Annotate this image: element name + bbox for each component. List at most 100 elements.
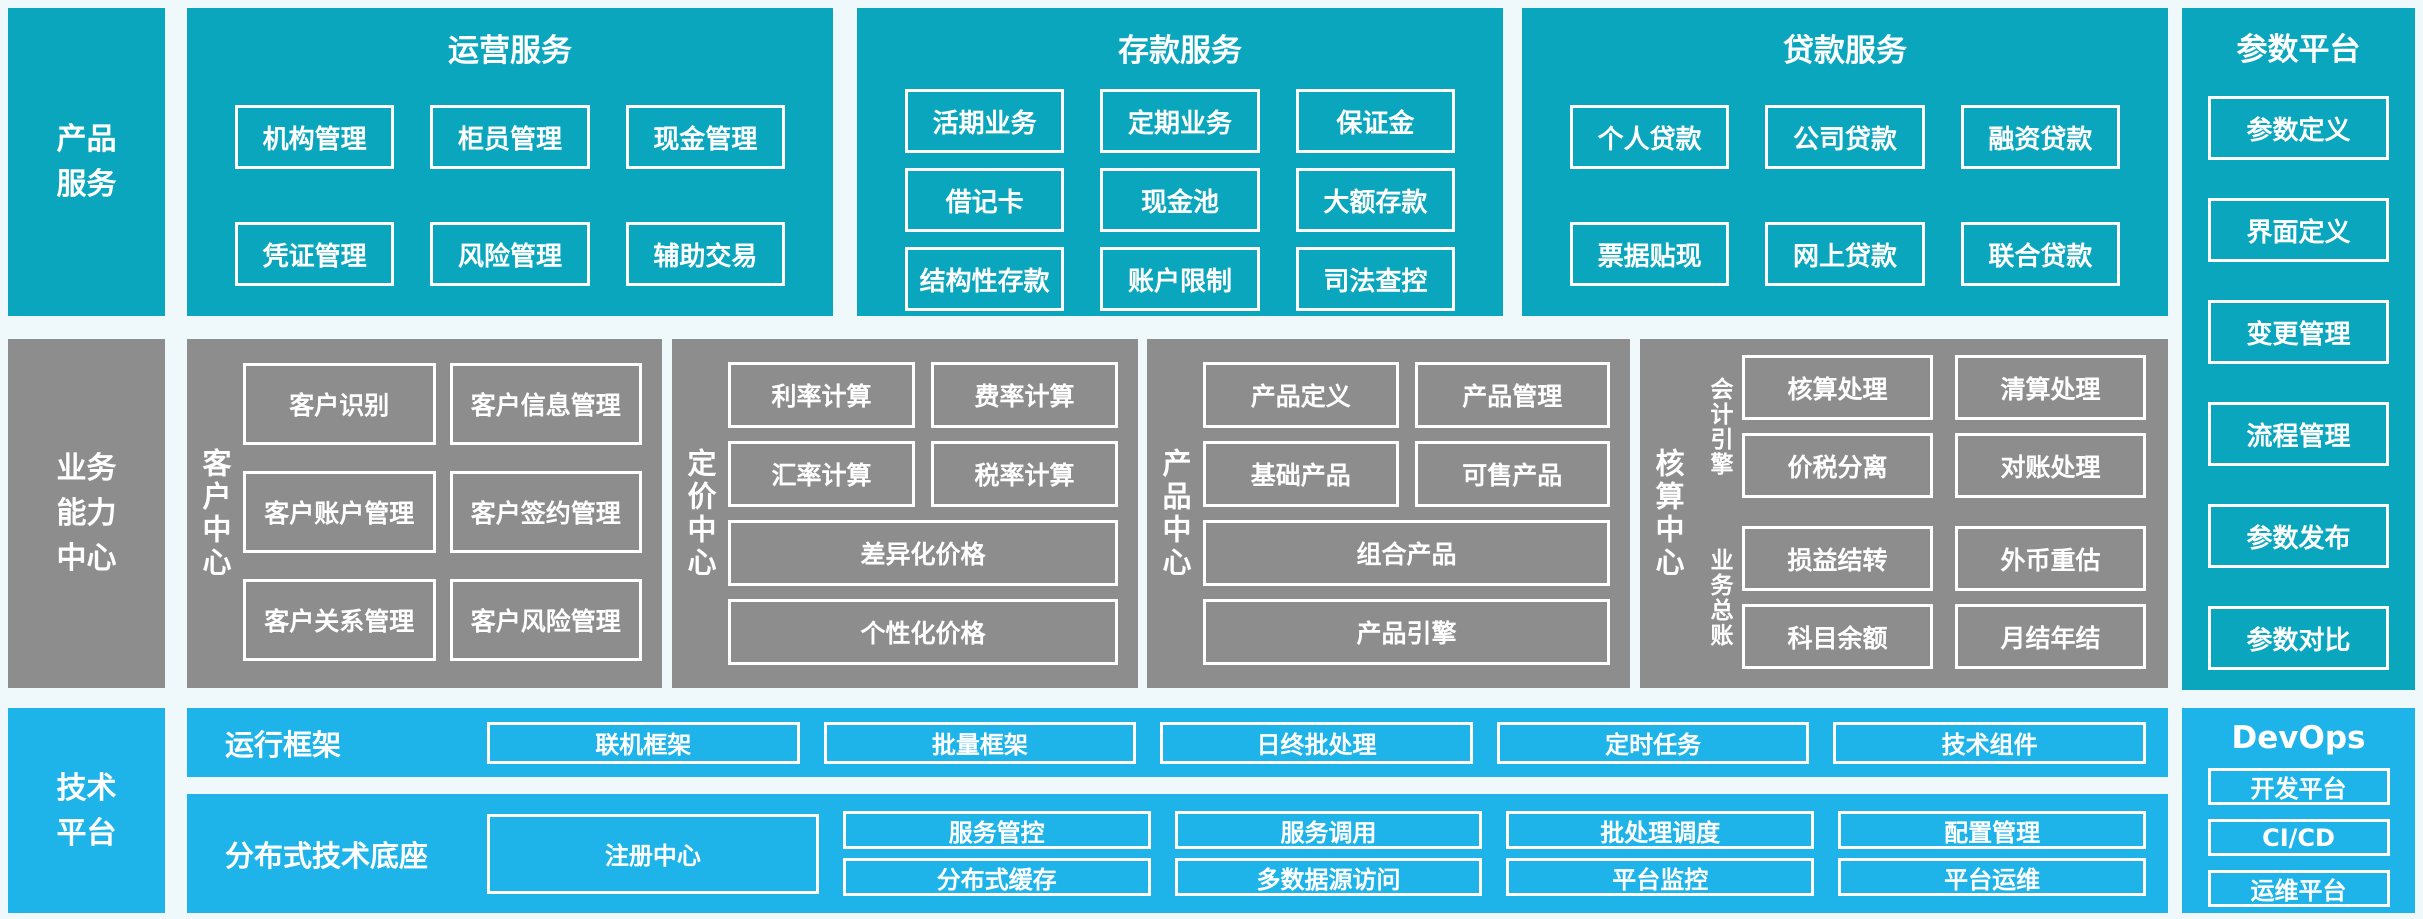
- section-devops: DevOps 开发平台 CI/CD 运维平台: [2182, 708, 2415, 913]
- runtime-framework-label: 运行框架: [225, 727, 342, 762]
- capability-box: 客户信息管理: [449, 363, 642, 445]
- sidebar-product-services: 产品 服务: [8, 8, 165, 316]
- service-box: 风险管理: [430, 222, 590, 286]
- capability-box: 基础产品: [1203, 441, 1399, 507]
- section-deposit-services: 存款服务 活期业务 定期业务 保证金 借记卡 现金池 大额存款 结构性存款 账户…: [857, 8, 1503, 316]
- service-box: 网上贷款: [1765, 222, 1925, 286]
- capability-box: 客户账户管理: [243, 471, 436, 553]
- business-ledger-label: 业务总账: [1706, 547, 1732, 648]
- section-loan-services: 贷款服务 个人贷款 公司贷款 融资贷款 票据贴现 网上贷款 联合贷款: [1522, 8, 2168, 316]
- accounting-engine-grid: 核算处理 清算处理 价税分离 对账处理: [1742, 355, 2146, 498]
- product-center-label: 产品中心: [1158, 447, 1192, 580]
- section-pricing-center: 定价中心 利率计算 费率计算 汇率计算 税率计算 差异化价格 个性化价格: [672, 339, 1138, 688]
- service-box: 机构管理: [235, 105, 395, 169]
- tech-box: 运维平台: [2207, 870, 2390, 907]
- capability-box: 利率计算: [728, 362, 915, 428]
- service-box: 结构性存款: [905, 247, 1065, 311]
- service-box: 个人贷款: [1570, 105, 1730, 169]
- service-box: 柜员管理: [430, 105, 590, 169]
- section-title: 存款服务: [1118, 33, 1242, 69]
- service-box: 账户限制: [1100, 247, 1260, 311]
- sidebar-label-line: 平台: [56, 815, 117, 851]
- capability-box: 汇率计算: [728, 441, 915, 507]
- service-box: 参数定义: [2208, 96, 2389, 160]
- service-box: 辅助交易: [625, 222, 785, 286]
- deposit-services-grid: 活期业务 定期业务 保证金 借记卡 现金池 大额存款 结构性存款 账户限制 司法…: [905, 89, 1455, 311]
- accounting-center-label: 核算中心: [1651, 447, 1685, 580]
- tech-box: 服务调用: [1174, 811, 1483, 849]
- service-box: 大额存款: [1295, 168, 1455, 232]
- distributed-tech-base-label: 分布式技术底座: [225, 838, 429, 873]
- pricing-center-grid: 利率计算 费率计算 汇率计算 税率计算 差异化价格 个性化价格: [728, 362, 1118, 688]
- customer-center-label: 客户中心: [198, 447, 232, 580]
- service-box: 定期业务: [1100, 89, 1260, 153]
- tech-box: 联机框架: [487, 721, 800, 764]
- capability-box: 差异化价格: [728, 520, 1118, 586]
- sidebar-label-line: 技术: [56, 770, 117, 806]
- tech-box: 定时任务: [1496, 721, 1810, 764]
- operations-services-grid: 机构管理 柜员管理 现金管理 凭证管理 风险管理 辅助交易: [235, 105, 785, 286]
- capability-box: 税率计算: [931, 441, 1118, 507]
- service-box: 现金管理: [625, 105, 785, 169]
- capability-box: 客户关系管理: [243, 579, 436, 661]
- capability-box: 费率计算: [931, 362, 1118, 428]
- tech-box: 服务管控: [842, 811, 1151, 849]
- tech-box: 批处理调度: [1506, 811, 1815, 849]
- capability-box: 客户签约管理: [449, 471, 642, 553]
- service-box: 现金池: [1100, 168, 1260, 232]
- accounting-group-business-ledger: 业务总账 损益结转 外币重估 科目余额 月结年结: [1696, 526, 2146, 669]
- capability-box: 组合产品: [1203, 520, 1610, 586]
- tech-box: 日终批处理: [1160, 721, 1473, 764]
- capability-box: 客户识别: [243, 363, 436, 445]
- service-box: 票据贴现: [1570, 222, 1730, 286]
- section-title: 贷款服务: [1783, 33, 1907, 69]
- tech-box: 配置管理: [1838, 811, 2146, 849]
- capability-box: 客户风险管理: [449, 579, 642, 661]
- capability-box: 可售产品: [1414, 441, 1610, 507]
- tech-box: 多数据源访问: [1174, 858, 1483, 896]
- section-customer-center: 客户中心 客户识别 客户信息管理 客户账户管理 客户签约管理 客户关系管理 客户…: [187, 339, 662, 688]
- sidebar-technology-platform-label: 技术 平台: [57, 766, 117, 856]
- parameter-platform-list: 参数定义 界面定义 变更管理 流程管理 参数发布 参数对比: [2208, 96, 2389, 670]
- section-title: 运营服务: [448, 33, 572, 69]
- capability-box: 科目余额: [1742, 604, 1933, 669]
- capability-box: 月结年结: [1955, 604, 2146, 669]
- service-box: 参数发布: [2208, 504, 2389, 568]
- section-parameter-platform: 参数平台 参数定义 界面定义 变更管理 流程管理 参数发布 参数对比: [2182, 8, 2415, 690]
- service-box: 界面定义: [2208, 198, 2389, 262]
- service-box: 变更管理: [2208, 300, 2389, 364]
- capability-box: 清算处理: [1955, 355, 2146, 420]
- tech-box: CI/CD: [2207, 819, 2390, 856]
- tech-box: 开发平台: [2207, 768, 2390, 805]
- section-distributed-tech-base: 分布式技术底座 注册中心 服务管控 服务调用 批处理调度 配置管理 分布式缓存 …: [187, 794, 2168, 913]
- sidebar-label-line: 业务: [56, 451, 117, 486]
- service-box: 参数对比: [2208, 606, 2389, 670]
- section-operations-services: 运营服务 机构管理 柜员管理 现金管理 凭证管理 风险管理 辅助交易: [187, 8, 833, 316]
- section-product-center: 产品中心 产品定义 产品管理 基础产品 可售产品 组合产品 产品引擎: [1147, 339, 1630, 688]
- service-box: 活期业务: [905, 89, 1065, 153]
- service-box: 凭证管理: [235, 222, 395, 286]
- distributed-services-grid: 服务管控 服务调用 批处理调度 配置管理 分布式缓存 多数据源访问 平台监控 平…: [842, 811, 2146, 896]
- section-accounting-center: 核算中心 会计引擎 核算处理 清算处理 价税分离 对账处理 业务总账 损: [1640, 339, 2168, 688]
- sidebar-label-line: 中心: [56, 541, 117, 576]
- capability-box: 核算处理: [1742, 355, 1933, 420]
- capability-box: 个性化价格: [728, 599, 1118, 665]
- service-box: 司法查控: [1295, 247, 1455, 311]
- tech-box: 平台监控: [1506, 858, 1815, 896]
- tech-box: 批量框架: [823, 721, 1137, 764]
- service-box: 融资贷款: [1960, 105, 2120, 169]
- service-box: 保证金: [1295, 89, 1455, 153]
- service-box: 借记卡: [905, 168, 1065, 232]
- capability-box: 损益结转: [1742, 526, 1933, 591]
- capability-box: 产品引擎: [1203, 599, 1610, 665]
- business-ledger-grid: 损益结转 外币重估 科目余额 月结年结: [1742, 526, 2146, 669]
- accounting-group-ledger-engine: 会计引擎 核算处理 清算处理 价税分离 对账处理: [1696, 355, 2146, 498]
- capability-box: 对账处理: [1955, 433, 2146, 498]
- sidebar-label-line: 能力: [56, 496, 117, 531]
- capability-box: 产品管理: [1414, 362, 1610, 428]
- section-runtime-framework: 运行框架 联机框架 批量框架 日终批处理 定时任务 技术组件: [187, 708, 2168, 777]
- sidebar-product-services-label: 产品 服务: [57, 117, 117, 207]
- capability-box: 产品定义: [1203, 362, 1399, 428]
- product-center-grid: 产品定义 产品管理 基础产品 可售产品 组合产品 产品引擎: [1203, 362, 1610, 688]
